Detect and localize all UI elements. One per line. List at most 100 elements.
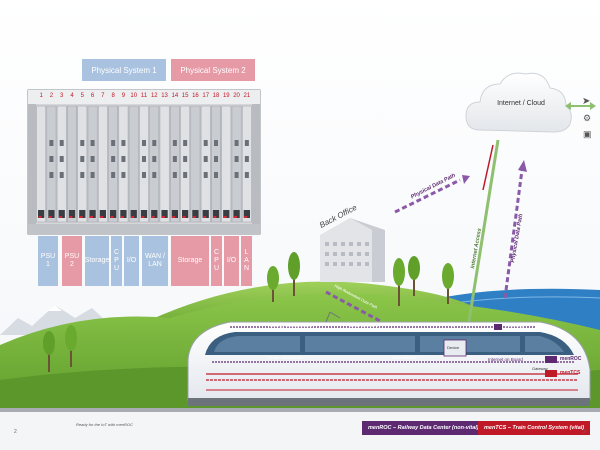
rack-slot-number: 4 [70, 93, 74, 99]
rack-port [214, 172, 218, 178]
module-label: Storage [84, 257, 110, 264]
rack-slot-handle [48, 210, 55, 218]
train-body [187, 311, 591, 406]
rack-slot-number: 9 [121, 93, 126, 99]
rack-port [90, 140, 95, 146]
rack-slot [241, 105, 252, 223]
mentcs-legend: menTCS – Train Control System (vital) [478, 421, 591, 435]
rack-port [90, 172, 95, 178]
rack-slot-number: 1 [39, 93, 43, 99]
rack-port [234, 156, 239, 162]
train-function-surveillance: Surveillance [392, 355, 417, 360]
rack-slot-handle [79, 210, 86, 218]
rack-slot-led [223, 216, 227, 218]
page-number-left: 2 [14, 429, 17, 435]
rack-port [203, 172, 208, 178]
rack-port [59, 140, 64, 146]
rack-slot [190, 105, 201, 223]
mentcs-train-label: menTCS [560, 370, 581, 376]
module-label: PSU 1 [40, 253, 56, 268]
rack-slot-number: 3 [60, 93, 64, 99]
rack-slot-number: 18 [212, 93, 220, 99]
rack-slot-number: 5 [80, 93, 84, 99]
rack-port [142, 172, 146, 178]
rack-port [234, 172, 239, 178]
rack-slot-number: 12 [150, 93, 158, 99]
page-number-right: 3 [583, 429, 586, 435]
rack-slot-led [131, 216, 135, 218]
train-function-ticketing: Ticketing [505, 323, 523, 328]
rack-port [80, 172, 85, 178]
rack-port [59, 172, 64, 178]
rack-slot-led [141, 216, 145, 218]
gateway-label: Gateway [532, 366, 548, 371]
rack-slot-led [213, 216, 217, 218]
train-function-energy: Energy Management [270, 323, 312, 328]
rack-slot [139, 105, 149, 223]
rack-port [111, 156, 116, 162]
rack-port [59, 156, 64, 162]
rack-port [244, 156, 249, 162]
rack-slot-number: 19 [222, 93, 230, 99]
rack-slot-number: 7 [101, 93, 105, 99]
rack-slot-led [100, 216, 104, 218]
rack-slot-led [69, 216, 73, 218]
menroc-legend: menROC – Railway Data Center (non-vital) [362, 421, 485, 435]
rack-slot-number: 10 [130, 93, 138, 99]
rack-slot-led [203, 216, 207, 218]
rack-slot [56, 105, 67, 223]
rack-slot [128, 105, 139, 223]
rack-slot [180, 105, 191, 223]
train-function-pis: PIS [448, 323, 456, 328]
rack-slot-number: 17 [202, 93, 210, 99]
rack-slot [97, 105, 108, 223]
footer-note: Ready for the IoT with menROC [76, 422, 133, 427]
rack-slot [211, 105, 221, 223]
rack-slot-number: 8 [111, 93, 115, 99]
rack-port [142, 140, 146, 146]
rack-slot-handle [58, 210, 65, 218]
train-function-internet: Internet on Board [488, 357, 523, 362]
rack-port [152, 172, 157, 178]
rack-slot-led [161, 216, 165, 218]
module-label: Storage [177, 257, 203, 264]
rack-port [121, 140, 126, 146]
module-psu-1: PSU 1 [38, 236, 58, 286]
rack-slot [77, 105, 88, 223]
rack-slot-handle [192, 210, 199, 218]
rack-slot-led [59, 216, 63, 218]
module-io-1: I/O [124, 236, 139, 286]
rack-slot [231, 105, 242, 223]
rack-slot [108, 105, 119, 223]
rack-slot-handle [212, 210, 220, 218]
rack-slot-handle [243, 210, 250, 218]
rack-slot [118, 105, 129, 223]
rack-port [172, 156, 177, 162]
arrow-right-icon: ➤ [582, 96, 591, 107]
rack-slot-handle [38, 210, 45, 218]
rack-slot [169, 105, 180, 223]
rack-slot-led [38, 216, 42, 218]
rack-slot-handle [233, 210, 240, 218]
rack-slot-number: 13 [161, 93, 168, 99]
rack-slot-handle [120, 210, 127, 218]
rack-port [172, 172, 177, 178]
rack-slot [36, 105, 47, 223]
rack-slot [87, 105, 98, 223]
rack-slot-handle [161, 210, 168, 218]
rack-port [214, 140, 218, 146]
rack-slot-number: 21 [243, 93, 251, 99]
gear-icon: ⚙ [583, 113, 592, 123]
rack-slot-handle [171, 210, 178, 218]
rack-slot-number: 20 [233, 93, 240, 99]
rack-slot-led [151, 216, 155, 218]
rack-slot-led [79, 216, 83, 218]
rack-slot-led [48, 216, 52, 218]
menroc-train-label: menROC [560, 356, 582, 362]
